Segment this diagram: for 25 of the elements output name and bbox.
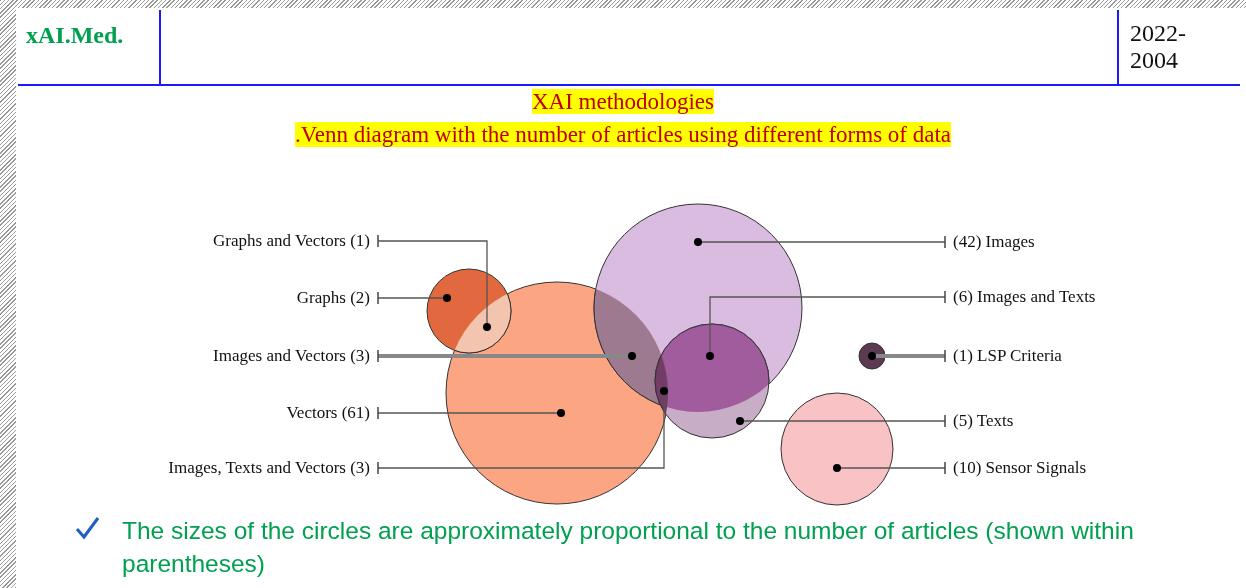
set-label: (5) Texts: [945, 411, 1014, 431]
leader-line: [377, 291, 451, 305]
set-label: (10) Sensor Signals: [945, 458, 1087, 478]
leader-line: [694, 235, 946, 249]
set-label: (6) Images and Texts: [945, 287, 1096, 307]
set-label: Images and Vectors (3): [213, 346, 378, 366]
leader-line: [706, 290, 946, 360]
set-label: Graphs and Vectors (1): [213, 231, 378, 251]
header-title: xAI.Med.: [26, 22, 125, 49]
set-label: (42) Images: [945, 232, 1035, 252]
leader-line: [833, 461, 946, 475]
set-label: (1) LSP Criteria: [945, 346, 1062, 366]
leader-line: [377, 387, 668, 475]
leader-line: [377, 349, 636, 363]
leader-line: [868, 349, 946, 363]
date-range: 2022- 2004: [1130, 20, 1187, 74]
diagram-subtitle: .Venn diagram with the number of articles using different forms of data: [294, 122, 952, 147]
diagram-title: XAI methodologies: [531, 89, 715, 114]
set-label: Graphs (2): [296, 288, 378, 308]
set-label: Vectors (61): [286, 403, 378, 423]
leader-line: [377, 234, 491, 331]
leader-line: [377, 406, 565, 420]
leader-line: [736, 414, 946, 428]
note-text: The sizes of the circles are approximately proportional to the number of articles (shown within parentheses): [122, 516, 1135, 579]
set-label: Images, Texts and Vectors (3): [168, 458, 378, 478]
